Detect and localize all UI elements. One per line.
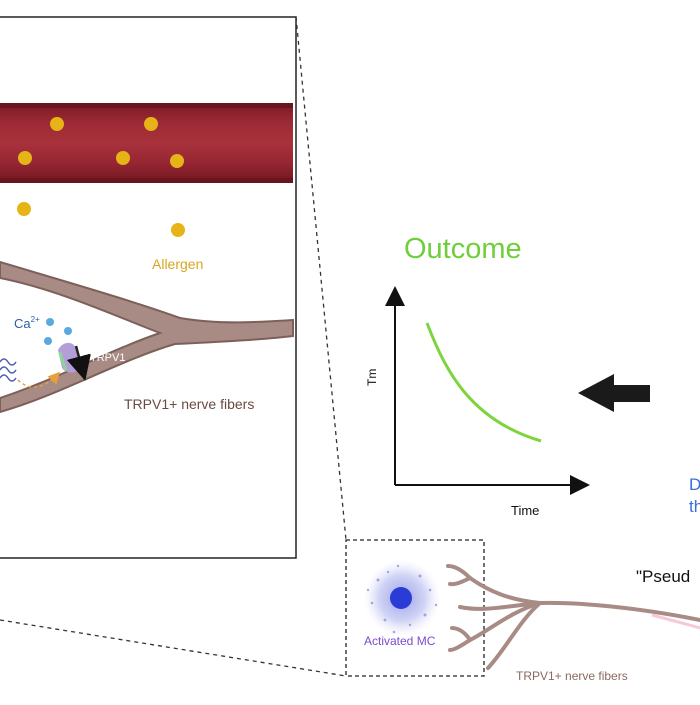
- allergen-particles: [17, 117, 185, 237]
- inset-panel: Allergen Ca2+ TRPV1 TRPV1+ nerve f: [0, 16, 297, 559]
- zoom-lines: [0, 16, 347, 677]
- x-axis-label: Time: [511, 503, 539, 518]
- nerve-branches: [446, 564, 700, 670]
- mast-cell-granules: [366, 564, 438, 634]
- allergen-label: Allergen: [152, 256, 203, 272]
- nerve-label-inset: TRPV1+ nerve fibers: [124, 396, 254, 412]
- right-partial-text-1: D: [689, 475, 700, 494]
- allergen-particle: [116, 151, 130, 165]
- pseudo-label: "Pseud: [636, 567, 690, 586]
- calcium-label: Ca2+: [14, 315, 40, 331]
- outcome-title: Outcome: [404, 233, 522, 265]
- allergen-particle: [18, 151, 32, 165]
- coiled-receptor: [0, 358, 17, 382]
- allergen-particle: [170, 154, 184, 168]
- trpv1-label: TRPV1: [90, 352, 125, 364]
- allergen-particle: [144, 117, 158, 131]
- allergen-particle: [50, 117, 64, 131]
- right-partial-text-2: th: [689, 497, 700, 516]
- nerve-label-bottom: TRPV1+ nerve fibers: [516, 669, 628, 683]
- blood-vessel: [0, 103, 293, 183]
- allergen-particle: [171, 223, 185, 237]
- outcome-curve: [425, 322, 542, 443]
- mast-cell-label: Activated MC: [364, 634, 436, 648]
- outcome-graph: Outcome Tm Time: [365, 233, 590, 518]
- y-axis-label: Tm: [365, 369, 379, 386]
- trpv1-receptor: [58, 342, 91, 381]
- mast-cell-nucleus: [390, 587, 412, 609]
- calcium-ion: [44, 337, 52, 345]
- calcium-ion: [46, 318, 54, 326]
- left-arrow-icon: [578, 374, 650, 412]
- calcium-ions: [44, 318, 72, 345]
- calcium-ion: [64, 327, 72, 335]
- pink-glow: [651, 613, 700, 630]
- allergen-particle: [17, 202, 31, 216]
